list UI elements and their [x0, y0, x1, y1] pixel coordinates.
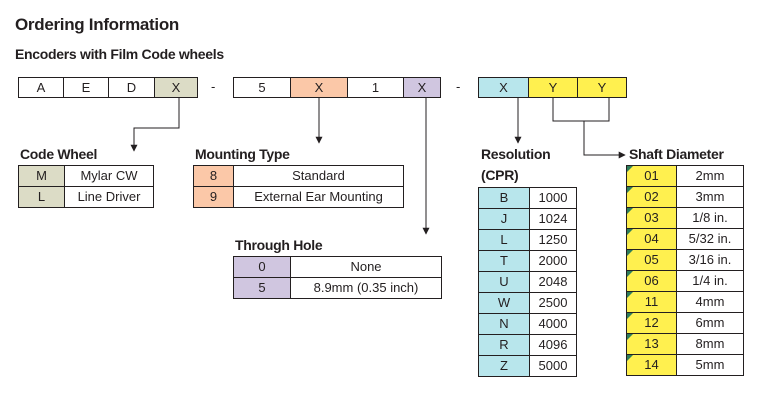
mounting-type-table: 8 Standard 9 External Ear Mounting [193, 165, 404, 208]
value-cell: 1/4 in. [676, 270, 744, 292]
arrow-shaft [583, 121, 626, 159]
value-cell: 4096 [529, 334, 577, 356]
separator-dash: - [211, 79, 216, 94]
table-row: 8 Standard [193, 165, 404, 187]
resolution-title: Resolution [481, 146, 551, 162]
code-cell: U [478, 271, 530, 293]
code-cell: 02 [626, 186, 677, 208]
value-cell: 6mm [676, 312, 744, 334]
value-cell: 8mm [676, 333, 744, 355]
through-hole-title: Through Hole [235, 237, 323, 253]
code-box-code-wheel: X [154, 77, 198, 98]
code-cell: 05 [626, 249, 677, 271]
table-row: 0 None [233, 256, 442, 278]
value-cell: 4mm [676, 291, 744, 313]
shaft-diameter-title: Shaft Diameter [629, 146, 724, 162]
code-cell: N [478, 313, 530, 335]
code-cell: L [478, 229, 530, 251]
value-cell: 1250 [529, 229, 577, 251]
value-cell: 3mm [676, 186, 744, 208]
table-row: M Mylar CW [18, 165, 154, 187]
value-cell: 2500 [529, 292, 577, 314]
separator-dash: - [456, 79, 461, 94]
code-cell: 11 [626, 291, 677, 313]
code-cell: 9 [193, 186, 234, 208]
desc-cell: 8.9mm (0.35 inch) [290, 277, 442, 299]
code-cell: W [478, 292, 530, 314]
value-cell: 5000 [529, 355, 577, 377]
code-box-shaft-1: Y [528, 77, 578, 98]
through-hole-table: 0 None 5 8.9mm (0.35 inch) [233, 256, 442, 299]
value-cell: 1000 [529, 187, 577, 209]
code-cell: Z [478, 355, 530, 377]
code-cell: 14 [626, 354, 677, 376]
code-cell: L [18, 186, 65, 208]
code-cell: B [478, 187, 530, 209]
code-cell: 0 [233, 256, 291, 278]
code-cell: 5 [233, 277, 291, 299]
code-cell: R [478, 334, 530, 356]
mounting-type-title: Mounting Type [195, 146, 290, 162]
code-cell: M [18, 165, 65, 187]
code-cell: T [478, 250, 530, 272]
value-cell: 2mm [676, 165, 744, 187]
table-row: L Line Driver [18, 186, 154, 208]
code-box-through-hole: X [403, 77, 441, 98]
code-cell: 12 [626, 312, 677, 334]
desc-cell: None [290, 256, 442, 278]
value-cell: 5/32 in. [676, 228, 744, 250]
value-cell: 5mm [676, 354, 744, 376]
bracket-shaft [552, 98, 610, 122]
code-wheel-table: M Mylar CW L Line Driver [18, 165, 154, 208]
code-cell: J [478, 208, 530, 230]
code-cell: 01 [626, 165, 677, 187]
value-cell: 4000 [529, 313, 577, 335]
table-row: 5 8.9mm (0.35 inch) [233, 277, 442, 299]
value-cell: 2048 [529, 271, 577, 293]
desc-cell: Line Driver [64, 186, 154, 208]
desc-cell: Mylar CW [64, 165, 154, 187]
code-cell: 13 [626, 333, 677, 355]
code-cell: 04 [626, 228, 677, 250]
page-subtitle: Encoders with Film Code wheels [15, 46, 224, 62]
value-cell: 1/8 in. [676, 207, 744, 229]
resolution-subtitle: (CPR) [481, 167, 519, 183]
value-cell: 3/16 in. [676, 249, 744, 271]
value-cell: 2000 [529, 250, 577, 272]
code-wheel-title: Code Wheel [20, 146, 98, 162]
code-box-shaft-2: Y [577, 77, 627, 98]
code-cell: 03 [626, 207, 677, 229]
table-row: 9 External Ear Mounting [193, 186, 404, 208]
code-box-mounting: X [290, 77, 348, 98]
code-cell: 06 [626, 270, 677, 292]
code-cell: 8 [193, 165, 234, 187]
value-cell: 1024 [529, 208, 577, 230]
page-title: Ordering Information [15, 15, 180, 34]
desc-cell: Standard [233, 165, 404, 187]
arrow-code-wheel [130, 98, 180, 152]
desc-cell: External Ear Mounting [233, 186, 404, 208]
